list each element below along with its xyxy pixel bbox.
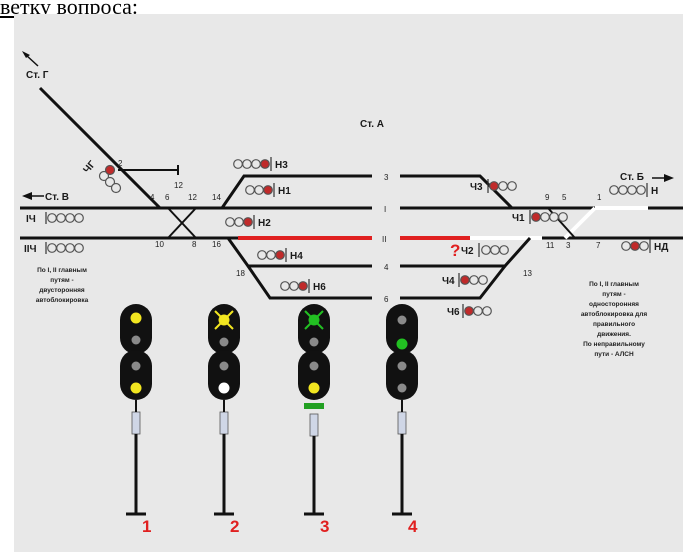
svg-text:односторонняя: односторонняя: [589, 301, 639, 308]
switch-9: 9: [545, 193, 550, 202]
svg-text:По I, II главным: По I, II главным: [589, 281, 639, 288]
svg-text:По неправильному: По неправильному: [583, 341, 645, 348]
signal-n4-label: Н4: [290, 251, 303, 262]
svg-text:движения.: движения.: [597, 331, 631, 338]
diagram-background: [14, 14, 683, 552]
signal-ch1-label: Ч1: [512, 213, 525, 224]
svg-text:двусторонняя: двусторонняя: [39, 287, 85, 294]
svg-text:правильного: правильного: [593, 321, 635, 328]
note-left: По I, II главным путям - двусторонняя ав…: [36, 267, 89, 304]
track-number-ii: II: [382, 235, 386, 244]
signal-ii-ch: [45, 242, 84, 254]
station-g-label: Ст. Г: [26, 70, 49, 81]
branch-to-g: [38, 86, 162, 210]
signal-n6: [280, 279, 310, 293]
switch-2: 2: [118, 159, 123, 168]
signal-ch4-label: Ч4: [442, 276, 455, 287]
signal-i-ch: [45, 212, 84, 224]
signal-nd-label: НД: [654, 242, 668, 253]
signal-n4: [257, 248, 287, 262]
signal-n1: [245, 183, 275, 197]
switch-12b: 12: [188, 193, 197, 202]
signal-ch1: [529, 210, 568, 224]
arrow-b-icon: [652, 174, 674, 182]
svg-text:автоблокировка: автоблокировка: [36, 296, 89, 304]
switch-8: 8: [192, 240, 197, 249]
signal-ch3: [487, 179, 517, 193]
switch-6: 6: [165, 193, 170, 202]
signal-n1-label: Н1: [278, 186, 291, 197]
station-a-label: Ст. А: [360, 119, 384, 130]
note-right: По I, II главным путям - односторонняя а…: [581, 281, 648, 358]
signal-ch2: [478, 243, 509, 257]
track-number-4: 4: [384, 263, 389, 272]
switch-10: 10: [155, 240, 164, 249]
arrow-v-icon: [22, 192, 44, 200]
signal-n6-label: Н6: [313, 282, 326, 293]
answer-number-2: 2: [230, 517, 239, 536]
station-b-label: Ст. Б: [620, 172, 644, 183]
switch-12: 12: [174, 181, 183, 190]
svg-text:автоблокировка для: автоблокировка для: [581, 310, 648, 318]
svg-text:путям -: путям -: [50, 277, 73, 284]
answer-signal-1[interactable]: [120, 304, 152, 516]
signal-i-ch-label: IЧ: [26, 214, 36, 225]
signal-n3: [233, 157, 272, 171]
switch-4: 4: [150, 193, 155, 202]
answer-signal-3[interactable]: [298, 304, 330, 516]
switch-16: 16: [212, 240, 221, 249]
station-v-label: Ст. В: [45, 192, 69, 203]
signal-ii-ch-label: IIЧ: [24, 244, 37, 255]
signal-n-entry-label: Н: [651, 186, 658, 197]
signal-chg: [98, 164, 122, 194]
answer-number-1: 1: [142, 517, 151, 536]
answer-number-4: 4: [408, 517, 418, 536]
svg-text:путям -: путям -: [602, 291, 625, 298]
left-crossover-b: [167, 207, 197, 239]
signal-ch6-label: Ч6: [447, 307, 460, 318]
switch-1: 1: [597, 193, 602, 202]
switch-14: 14: [212, 193, 221, 202]
signal-nd: [621, 239, 651, 253]
track-number-3: 3: [384, 173, 389, 182]
answer-signal-2[interactable]: [208, 304, 240, 516]
signal-ch2-label: Ч2: [461, 246, 474, 257]
signal-n3-label: Н3: [275, 160, 288, 171]
signal-ch3-label: Ч3: [470, 182, 483, 193]
svg-text:По I, II главным: По I, II главным: [37, 267, 87, 274]
switch-7: 7: [596, 241, 601, 250]
track-number-i: I: [384, 205, 386, 214]
answer-number-3: 3: [320, 517, 329, 536]
switch-3: 3: [566, 241, 571, 250]
signal-ch4: [458, 273, 488, 287]
arrow-g-icon: [22, 51, 39, 67]
question-mark: ?: [450, 241, 460, 260]
track-3: [220, 174, 514, 210]
signal-n2-label: Н2: [258, 218, 271, 229]
svg-text:пути - АЛСН: пути - АЛСН: [594, 351, 634, 358]
signal-n2: [225, 215, 255, 229]
switch-11: 11: [546, 241, 555, 250]
signal-n-entry: [609, 183, 648, 197]
switch-5: 5: [562, 193, 567, 202]
answer-signal-4[interactable]: [386, 304, 418, 516]
switch-18: 18: [236, 269, 245, 278]
track-number-6: 6: [384, 295, 389, 304]
switch-13: 13: [523, 269, 532, 278]
signal-ch6: [462, 304, 492, 318]
